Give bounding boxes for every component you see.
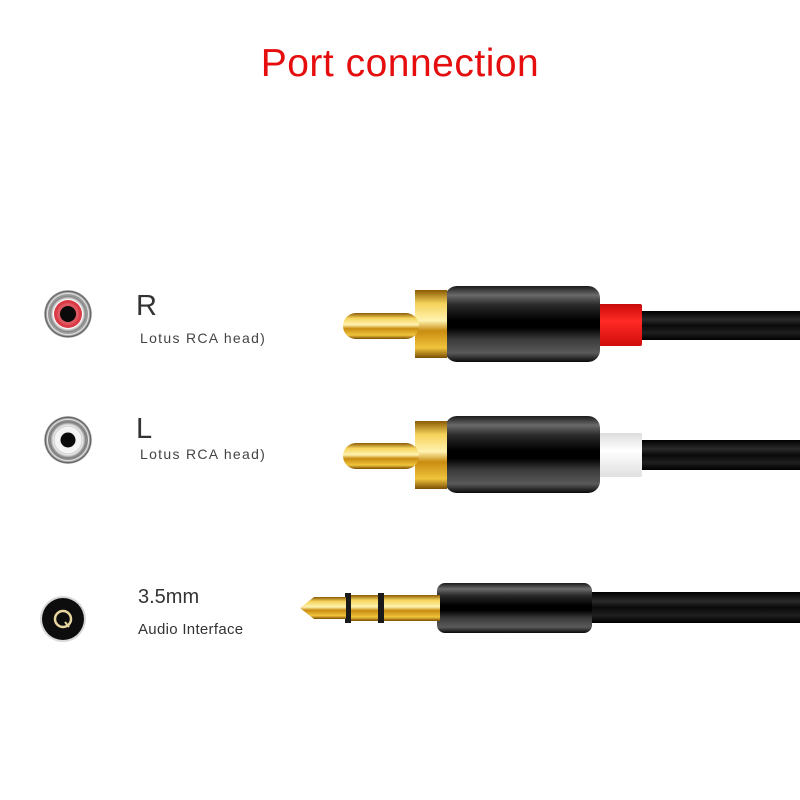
rca-left-plug	[343, 416, 800, 493]
port-sublabel-r: Lotus RCA head)	[140, 330, 267, 346]
rca-white-port-icon	[44, 416, 92, 464]
3.5mm-jack-port-icon	[40, 596, 86, 642]
3.5mm-plug	[300, 583, 800, 633]
port-sublabel-l: Lotus RCA head)	[140, 446, 267, 462]
rca-red-port-icon	[44, 290, 92, 338]
port-label-3.5mm: 3.5mm	[138, 586, 200, 608]
rca-right-plug	[343, 286, 800, 362]
port-sublabel-3.5mm: Audio Interface	[138, 621, 244, 638]
page-title: Port connection	[260, 42, 540, 85]
port-label-l: L	[136, 413, 153, 445]
port-label-r: R	[136, 290, 157, 322]
